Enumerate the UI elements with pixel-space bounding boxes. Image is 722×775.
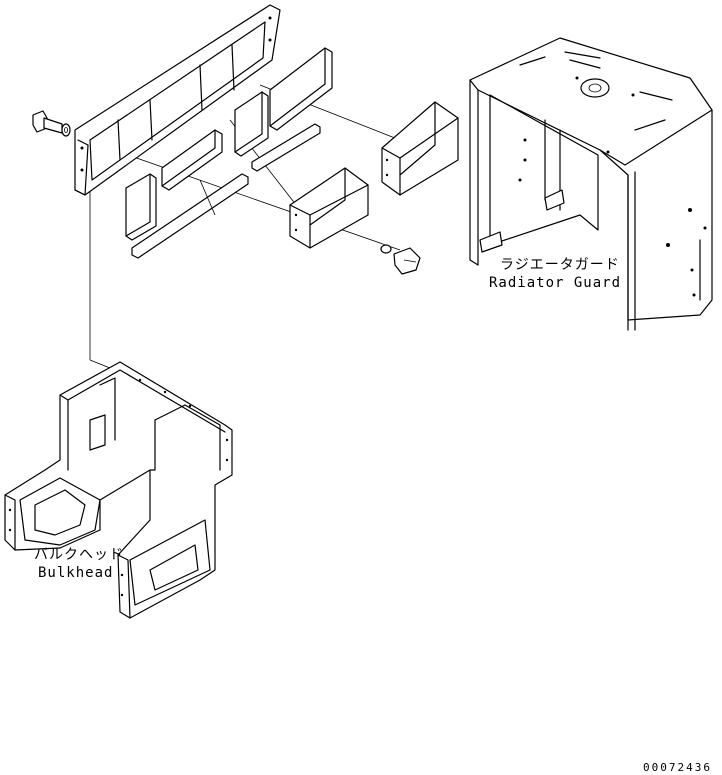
bolt-right — [380, 244, 421, 275]
radiator-guard-label-en: Radiator Guard — [489, 275, 622, 291]
bulkhead-label-en: Bulkhead — [38, 565, 114, 581]
bolt-left — [32, 110, 71, 137]
mounting-plate — [289, 167, 369, 249]
upper-frame-panel — [74, 4, 281, 196]
side-bracket — [381, 101, 459, 196]
drawing-number: 00072436 — [643, 761, 712, 774]
bulkhead-label-jp: バルクヘッド — [34, 547, 124, 563]
radiator-guard-label-jp: ラジエータガード — [500, 257, 620, 273]
bulkhead — [4, 361, 233, 619]
foam-pads — [125, 47, 333, 259]
radiator-guard — [469, 37, 713, 331]
